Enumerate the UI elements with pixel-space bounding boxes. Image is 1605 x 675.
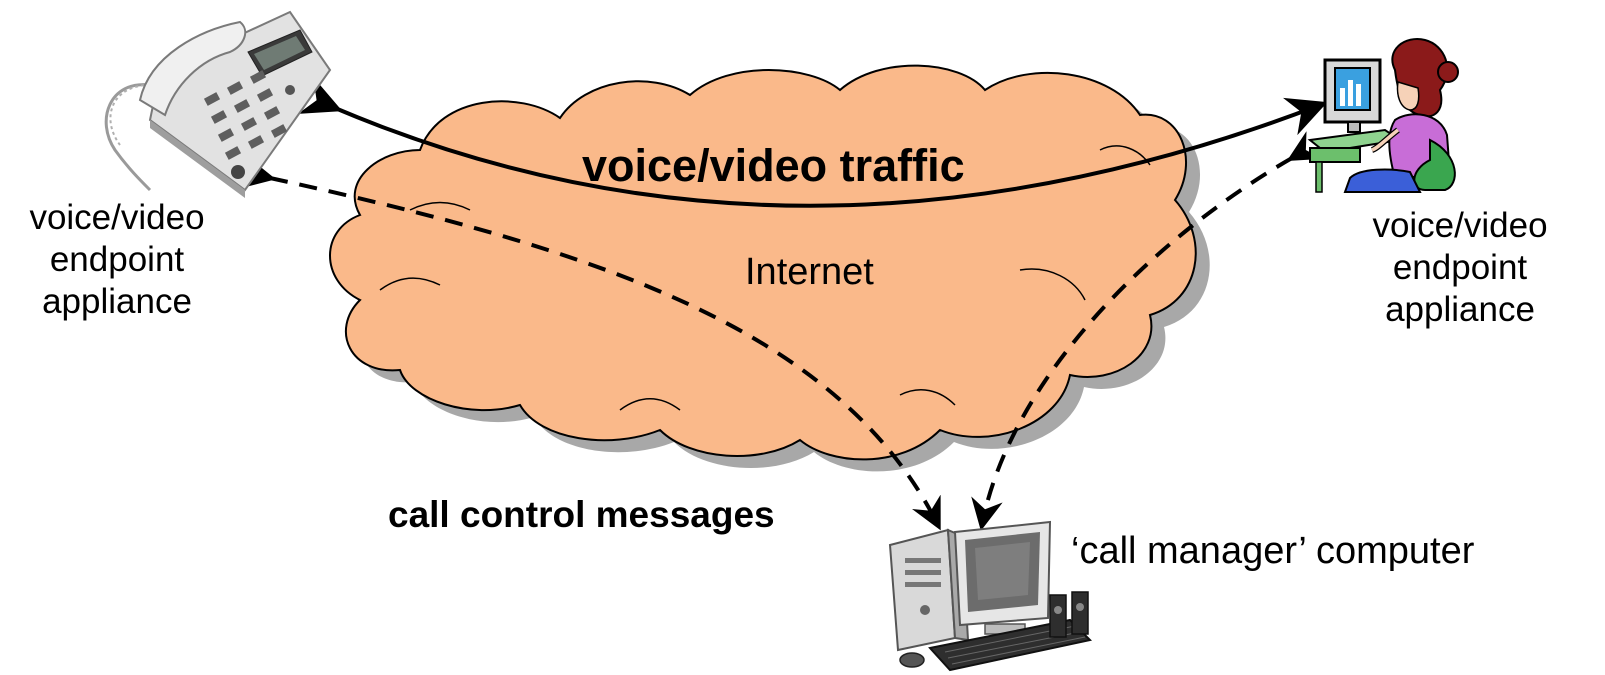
telephone-icon [104,10,332,198]
right-endpoint-label-line-3: appliance [1385,290,1535,329]
person-at-computer-icon [1307,38,1459,193]
left-endpoint-label-line-2: endpoint [49,240,185,279]
desktop-computer-icon [888,520,1093,672]
right-endpoint-label: voice/video endpoint appliance [1345,205,1575,331]
right-endpoint-label-line-2: endpoint [1392,248,1528,287]
call-manager-label: ‘call manager’ computer [1071,530,1475,572]
right-endpoint-label-line-1: voice/video [1372,206,1548,245]
voice-video-traffic-label: voice/video traffic [582,140,965,191]
left-endpoint-label-line-1: voice/video [29,198,205,237]
left-endpoint-label: voice/video endpoint appliance [2,197,232,323]
internet-label: Internet [745,251,874,293]
left-endpoint-label-line-3: appliance [42,282,192,321]
call-control-messages-label: call control messages [388,494,775,535]
control-arrow-workstation [971,131,1323,531]
